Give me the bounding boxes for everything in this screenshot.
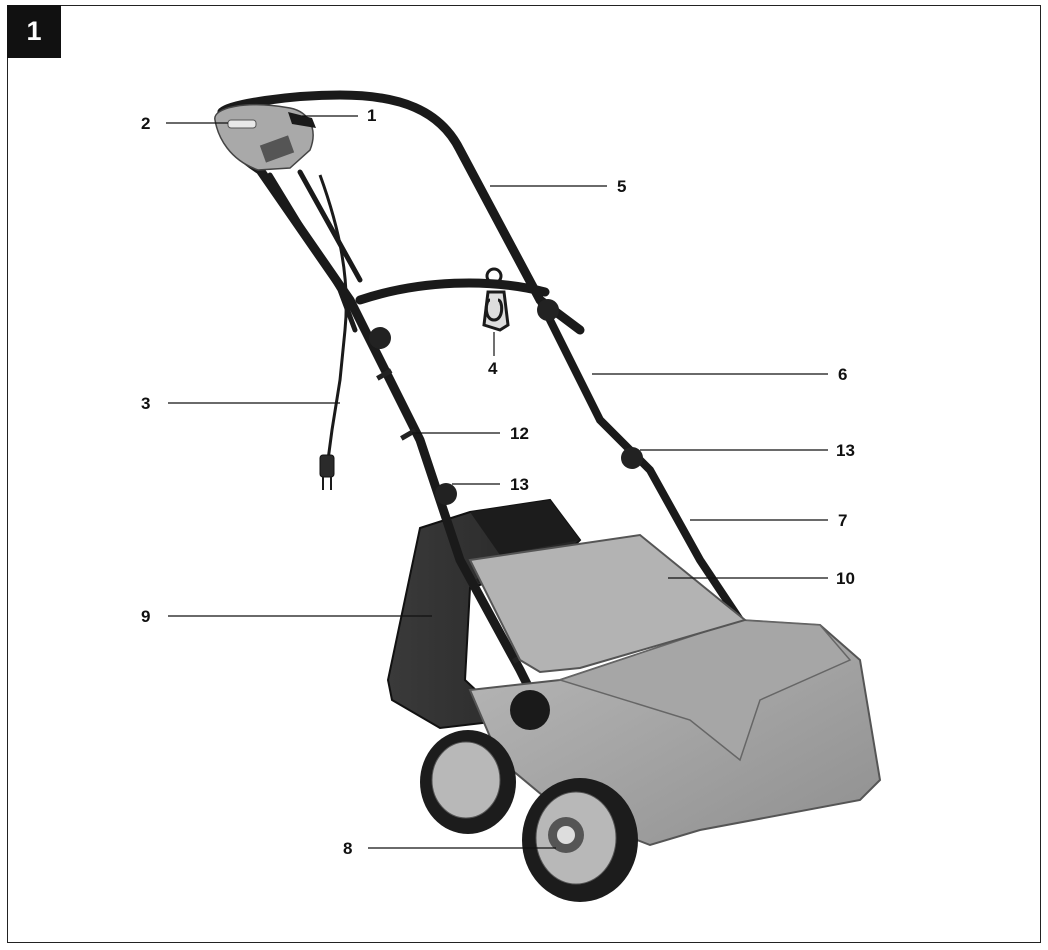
callout-3: 3	[141, 394, 150, 413]
callout-1: 1	[367, 106, 376, 125]
height-adjust-knob	[510, 690, 550, 730]
callout-13b: 13	[836, 441, 855, 460]
callout-7: 7	[838, 511, 847, 530]
callout-4: 4	[488, 359, 498, 378]
safety-button	[227, 119, 257, 129]
callout-6: 6	[838, 365, 847, 384]
clamp-knob-lower-left	[435, 483, 457, 505]
clamp-knob-upper-right	[537, 299, 559, 321]
rear-wheel	[420, 730, 516, 834]
switch-lever	[288, 112, 316, 128]
figure-number-badge: 1	[7, 5, 61, 58]
power-cable	[318, 174, 348, 490]
callout-5: 5	[617, 177, 626, 196]
callout-2: 2	[141, 114, 150, 133]
callout-labels: 2 1 5 4 3 6 12 13 13 7 10 9 8	[141, 106, 855, 858]
clamp-knob-lower-right	[621, 447, 643, 469]
callout-9: 9	[141, 607, 150, 626]
front-wheel	[522, 778, 638, 902]
clamp-knob-upper-left	[369, 327, 391, 349]
cover-flap	[468, 533, 748, 674]
callout-8: 8	[343, 839, 352, 858]
callout-13a: 13	[510, 475, 529, 494]
switch-box	[214, 104, 316, 171]
cable-strain-relief	[482, 267, 510, 332]
leader-lines	[166, 115, 828, 849]
callout-12: 12	[510, 424, 529, 443]
callout-10: 10	[836, 569, 855, 588]
